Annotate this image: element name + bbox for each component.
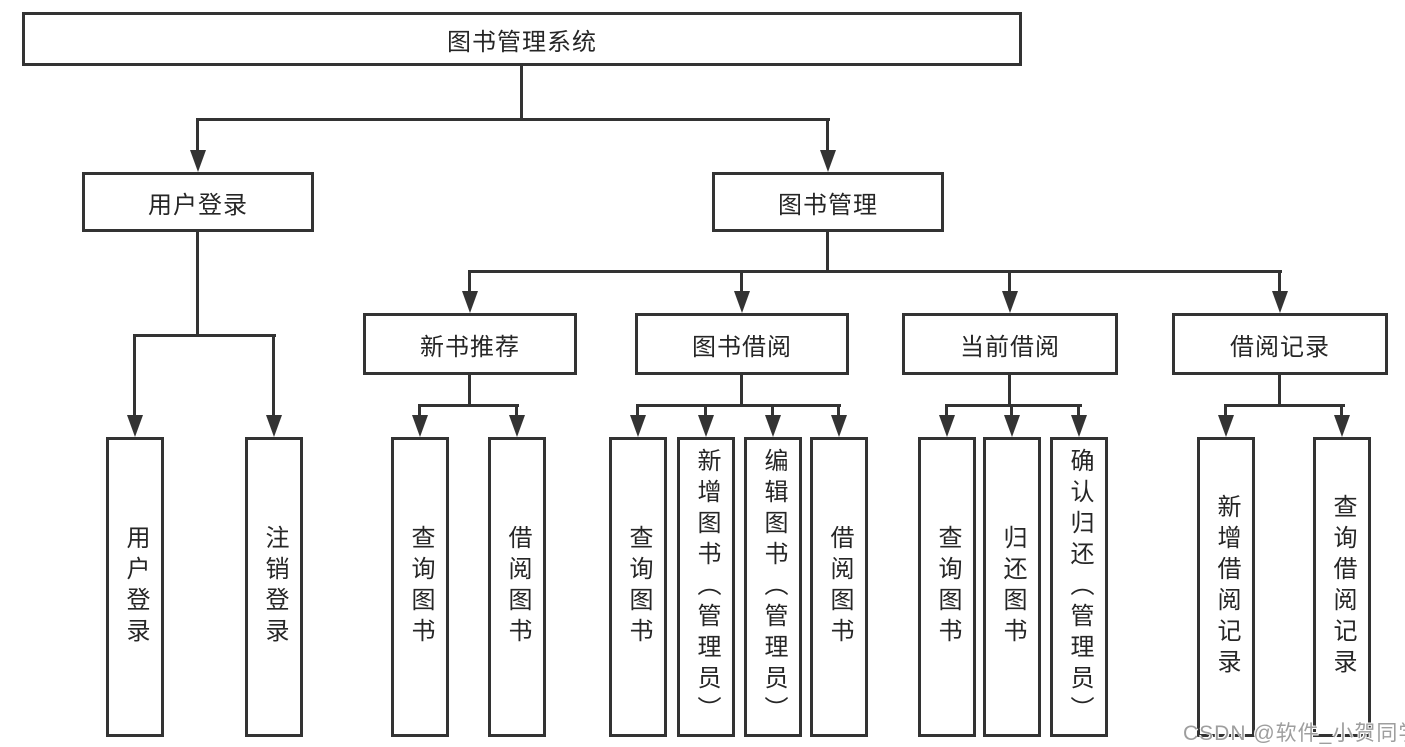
- connector-vline: [837, 404, 840, 417]
- node-book-management-system: 图书管理系统: [22, 12, 1022, 66]
- node-user-login: 用户登录: [82, 172, 314, 232]
- node-label: 图书管理: [778, 191, 878, 219]
- connector-hline: [468, 270, 1282, 273]
- connector-vline: [1278, 375, 1281, 406]
- connector-vline: [418, 404, 421, 417]
- connector-hline: [636, 404, 841, 407]
- arrowhead-down-icon: [1071, 415, 1087, 437]
- arrowhead-down-icon: [939, 415, 955, 437]
- connector-vline: [1008, 375, 1011, 406]
- connector-hline: [945, 404, 1082, 407]
- arrowhead-down-icon: [831, 415, 847, 437]
- connector-vline: [740, 270, 743, 293]
- connector-vline: [1224, 404, 1227, 417]
- arrowhead-down-icon: [1334, 415, 1350, 437]
- leaf-add-borrow-record: 新增借阅记录: [1197, 437, 1255, 737]
- leaf-label: 新增图书（管理员）: [693, 447, 720, 727]
- arrowhead-down-icon: [509, 415, 525, 437]
- leaf-query-borrow-record: 查询借阅记录: [1313, 437, 1371, 737]
- arrowhead-down-icon: [1272, 291, 1288, 313]
- connector-hline: [196, 118, 830, 121]
- leaf-label: 用户登录: [122, 525, 149, 649]
- node-label: 借阅记录: [1230, 333, 1330, 361]
- arrowhead-down-icon: [462, 291, 478, 313]
- connector-vline: [196, 232, 199, 336]
- leaf-query-books-recommend: 查询图书: [391, 437, 449, 737]
- leaf-label: 借阅图书: [826, 525, 853, 649]
- node-label: 图书管理系统: [447, 28, 597, 56]
- leaf-label: 查询图书: [934, 525, 961, 649]
- connector-vline: [740, 375, 743, 406]
- leaf-user-login: 用户登录: [106, 437, 164, 737]
- connector-vline: [826, 232, 829, 272]
- connector-vline: [636, 404, 639, 417]
- arrowhead-down-icon: [127, 415, 143, 437]
- arrowhead-down-icon: [190, 150, 206, 172]
- node-book-borrowing: 图书借阅: [635, 313, 849, 375]
- leaf-query-books-borrowing: 查询图书: [609, 437, 667, 737]
- connector-vline: [1010, 404, 1013, 417]
- arrowhead-down-icon: [820, 150, 836, 172]
- node-label: 图书借阅: [692, 333, 792, 361]
- leaf-label: 确认归还（管理员）: [1066, 447, 1093, 727]
- leaf-label: 新增借阅记录: [1213, 494, 1240, 680]
- connector-vline: [1008, 270, 1011, 293]
- connector-vline: [826, 118, 829, 152]
- leaf-label: 查询图书: [407, 525, 434, 649]
- node-label: 用户登录: [148, 191, 248, 219]
- connector-vline: [196, 118, 199, 152]
- connector-vline: [468, 270, 471, 293]
- node-new-book-recommendation: 新书推荐: [363, 313, 577, 375]
- arrowhead-down-icon: [266, 415, 282, 437]
- connector-hline: [133, 334, 276, 337]
- connector-vline: [272, 334, 275, 417]
- leaf-logout: 注销登录: [245, 437, 303, 737]
- arrowhead-down-icon: [1004, 415, 1020, 437]
- arrowhead-down-icon: [765, 415, 781, 437]
- connector-vline: [1340, 404, 1343, 417]
- node-borrowing-records: 借阅记录: [1172, 313, 1388, 375]
- arrowhead-down-icon: [734, 291, 750, 313]
- connector-hline: [418, 404, 519, 407]
- connector-vline: [133, 334, 136, 417]
- leaf-label: 注销登录: [261, 525, 288, 649]
- leaf-borrow-books-borrowing: 借阅图书: [810, 437, 868, 737]
- arrowhead-down-icon: [1002, 291, 1018, 313]
- leaf-label: 归还图书: [999, 525, 1026, 649]
- arrowhead-down-icon: [1218, 415, 1234, 437]
- node-book-management: 图书管理: [712, 172, 944, 232]
- connector-vline: [520, 66, 523, 119]
- connector-hline: [1224, 404, 1345, 407]
- node-label: 新书推荐: [420, 333, 520, 361]
- leaf-label: 编辑图书（管理员）: [760, 447, 787, 727]
- leaf-label: 借阅图书: [504, 525, 531, 649]
- connector-vline: [1278, 270, 1281, 293]
- node-label: 当前借阅: [960, 333, 1060, 361]
- leaf-label: 查询借阅记录: [1329, 494, 1356, 680]
- leaf-borrow-books-recommend: 借阅图书: [488, 437, 546, 737]
- arrowhead-down-icon: [630, 415, 646, 437]
- arrowhead-down-icon: [412, 415, 428, 437]
- leaf-edit-books-admin: 编辑图书（管理员）: [744, 437, 802, 737]
- connector-vline: [771, 404, 774, 417]
- leaf-return-books: 归还图书: [983, 437, 1041, 737]
- node-current-borrowing: 当前借阅: [902, 313, 1118, 375]
- leaf-confirm-return-admin: 确认归还（管理员）: [1050, 437, 1108, 737]
- leaf-label: 查询图书: [625, 525, 652, 649]
- connector-vline: [1077, 404, 1080, 417]
- csdn-watermark: CSDN @软件_小贺同学: [1183, 722, 1405, 745]
- leaf-add-books-admin: 新增图书（管理员）: [677, 437, 735, 737]
- connector-vline: [515, 404, 518, 417]
- leaf-query-books-current: 查询图书: [918, 437, 976, 737]
- connector-vline: [468, 375, 471, 406]
- connector-vline: [704, 404, 707, 417]
- arrowhead-down-icon: [698, 415, 714, 437]
- connector-vline: [945, 404, 948, 417]
